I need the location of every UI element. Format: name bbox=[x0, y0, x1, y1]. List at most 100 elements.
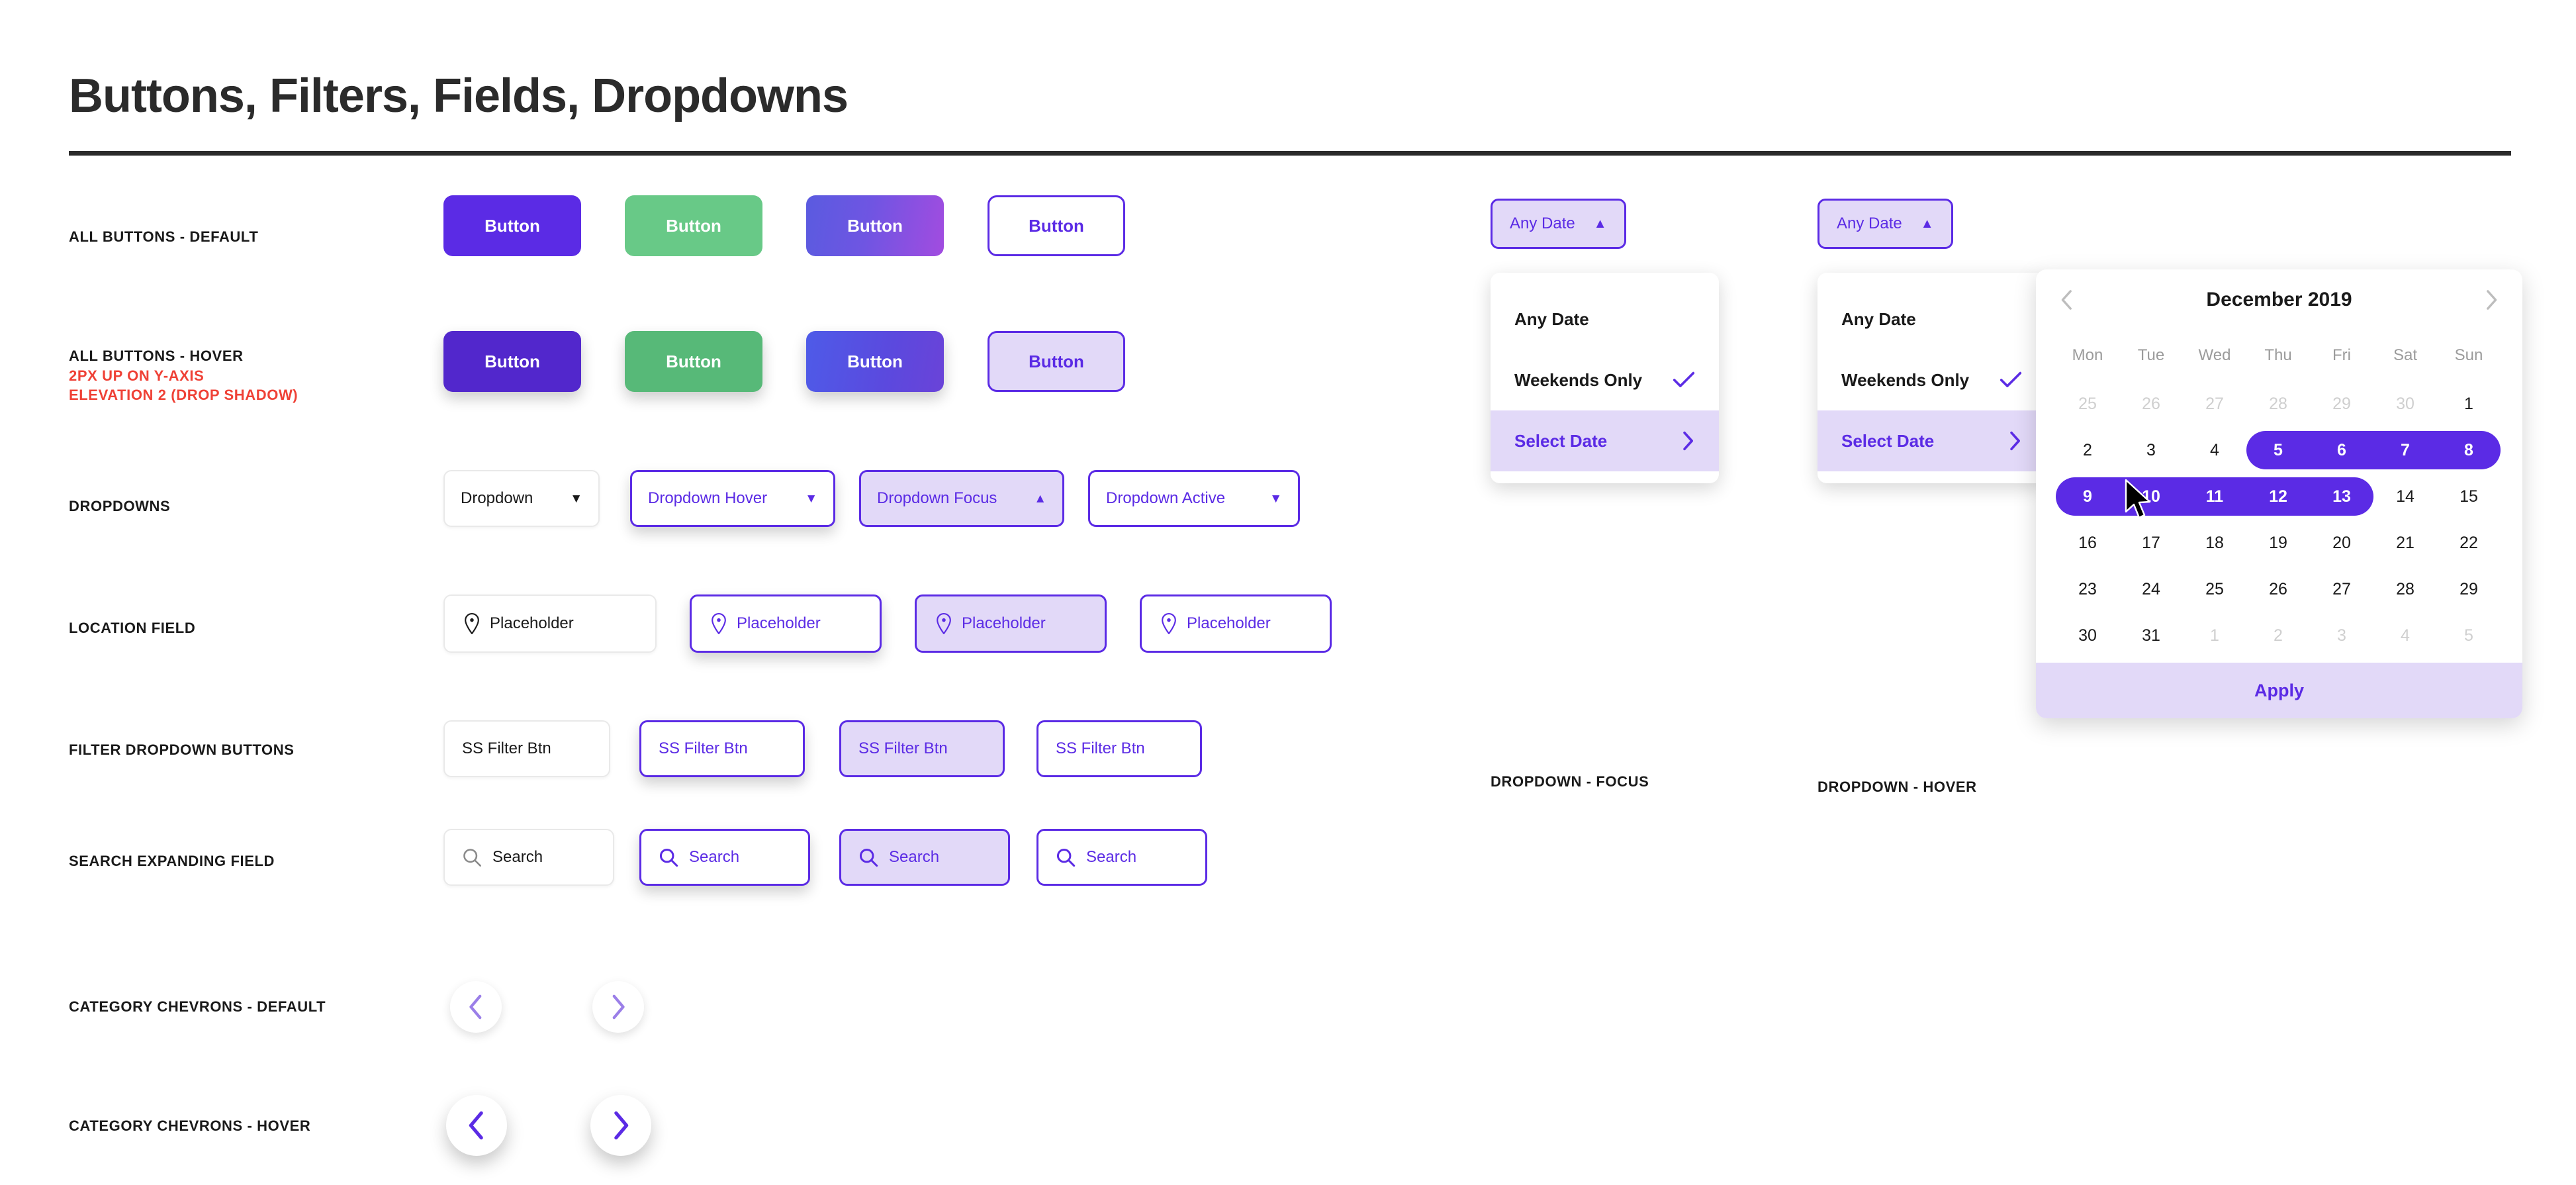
calendar-day[interactable]: 26 bbox=[2269, 579, 2287, 598]
calendar-day[interactable]: 27 bbox=[2205, 394, 2224, 413]
calendar-day[interactable]: 4 bbox=[2210, 440, 2219, 459]
search-field-hover[interactable]: Search bbox=[639, 829, 810, 886]
filter-button-active[interactable]: SS Filter Btn bbox=[1036, 720, 1202, 777]
button-outline-default[interactable]: Button bbox=[988, 195, 1125, 256]
calendar-day[interactable]: 29 bbox=[2460, 579, 2478, 598]
search-icon bbox=[858, 847, 878, 867]
search-field-active-label: Search bbox=[1086, 848, 1137, 866]
calendar-day[interactable]: 30 bbox=[2078, 626, 2097, 645]
row-label-chevrons-default: CATEGORY CHEVRONS - DEFAULT bbox=[69, 998, 326, 1015]
calendar-day[interactable]: 26 bbox=[2142, 394, 2160, 413]
calendar-day[interactable]: 3 bbox=[2146, 440, 2156, 459]
apply-button[interactable]: Apply bbox=[2036, 663, 2522, 718]
any-date-trigger-hover[interactable]: Any Date ▲ bbox=[1817, 199, 1953, 249]
button-gradient-default[interactable]: Button bbox=[806, 195, 944, 256]
filter-button-default[interactable]: SS Filter Btn bbox=[443, 720, 610, 777]
calendar-week-row: 9 10 11 12 13 14 15 bbox=[2056, 473, 2503, 520]
chevron-up-icon: ▲ bbox=[1920, 216, 1934, 231]
dropdown-focus[interactable]: Dropdown Focus ▲ bbox=[859, 470, 1064, 527]
caption-dropdown-focus: DROPDOWN - FOCUS bbox=[1491, 773, 1649, 790]
location-field-active-label: Placeholder bbox=[1187, 614, 1271, 632]
menu-item-any-date[interactable]: Any Date bbox=[1817, 289, 2046, 350]
chevron-right-icon[interactable] bbox=[2484, 289, 2499, 311]
dropdown-hover[interactable]: Dropdown Hover ▼ bbox=[630, 470, 835, 527]
calendar-day-selected[interactable]: 11 bbox=[2205, 487, 2224, 506]
search-field-focus-label: Search bbox=[889, 848, 940, 866]
calendar-day[interactable]: 31 bbox=[2142, 626, 2160, 645]
location-field-default[interactable]: Placeholder bbox=[443, 594, 657, 653]
button-primary-default[interactable]: Button bbox=[443, 195, 581, 256]
calendar-day[interactable]: 25 bbox=[2205, 579, 2224, 598]
menu-item-weekends-only[interactable]: Weekends Only bbox=[1491, 350, 1719, 410]
calendar-day[interactable]: 4 bbox=[2401, 626, 2410, 645]
button-primary-hover[interactable]: Button bbox=[443, 331, 581, 392]
calendar-day[interactable]: 19 bbox=[2269, 533, 2287, 552]
calendar-day-selected[interactable]: 5 bbox=[2274, 440, 2283, 459]
calendar-day[interactable]: 18 bbox=[2205, 533, 2224, 552]
calendar-day[interactable]: 1 bbox=[2464, 394, 2473, 413]
calendar-day-selected[interactable]: 9 bbox=[2083, 487, 2092, 506]
title-divider bbox=[69, 151, 2511, 156]
menu-item-select-date[interactable]: Select Date bbox=[1817, 410, 2046, 471]
weekday-sat: Sat bbox=[2393, 346, 2418, 364]
filter-button-focus[interactable]: SS Filter Btn bbox=[839, 720, 1005, 777]
calendar-grid: Mon Tue Wed Thu Fri Sat Sun 25 26 27 28 … bbox=[2036, 330, 2522, 663]
calendar-day[interactable]: 25 bbox=[2078, 394, 2097, 413]
calendar-day[interactable]: 21 bbox=[2396, 533, 2415, 552]
calendar-day-selected[interactable]: 7 bbox=[2401, 440, 2410, 459]
calendar-day[interactable]: 24 bbox=[2142, 579, 2160, 598]
dropdown-default[interactable]: Dropdown ▼ bbox=[443, 470, 600, 527]
category-chevron-left-hover[interactable] bbox=[446, 1095, 507, 1156]
location-pin-icon bbox=[1160, 613, 1177, 634]
menu-item-weekends-only[interactable]: Weekends Only bbox=[1817, 350, 2046, 410]
button-outline-hover[interactable]: Button bbox=[988, 331, 1125, 392]
calendar-day[interactable]: 28 bbox=[2396, 579, 2415, 598]
calendar-day[interactable]: 29 bbox=[2332, 394, 2351, 413]
category-chevron-left-default[interactable] bbox=[450, 981, 502, 1033]
location-field-focus[interactable]: Placeholder bbox=[915, 594, 1107, 653]
calendar-day[interactable]: 2 bbox=[2274, 626, 2283, 645]
search-field-focus[interactable]: Search bbox=[839, 829, 1010, 886]
button-green-default[interactable]: Button bbox=[625, 195, 762, 256]
calendar-day-selected[interactable]: 8 bbox=[2464, 440, 2473, 459]
calendar-day[interactable]: 20 bbox=[2332, 533, 2351, 552]
calendar-day[interactable]: 22 bbox=[2460, 533, 2478, 552]
calendar-day[interactable]: 2 bbox=[2083, 440, 2092, 459]
weekday-mon: Mon bbox=[2072, 346, 2103, 364]
calendar-day-selected[interactable]: 10 bbox=[2142, 487, 2160, 506]
chevron-left-icon[interactable] bbox=[2060, 289, 2074, 311]
dropdown-active[interactable]: Dropdown Active ▼ bbox=[1088, 470, 1300, 527]
filter-button-hover[interactable]: SS Filter Btn bbox=[639, 720, 805, 777]
calendar-month-label: December 2019 bbox=[2206, 289, 2352, 310]
location-field-active[interactable]: Placeholder bbox=[1140, 594, 1332, 653]
date-picker-calendar: December 2019 Mon Tue Wed Thu Fri Sat Su… bbox=[2036, 269, 2522, 718]
calendar-day[interactable]: 16 bbox=[2078, 533, 2097, 552]
location-field-hover[interactable]: Placeholder bbox=[690, 594, 882, 653]
calendar-day[interactable]: 1 bbox=[2210, 626, 2219, 645]
category-chevron-right-default[interactable] bbox=[592, 981, 644, 1033]
button-green-hover[interactable]: Button bbox=[625, 331, 762, 392]
calendar-day-selected[interactable]: 12 bbox=[2269, 487, 2287, 506]
calendar-day[interactable]: 14 bbox=[2396, 487, 2415, 506]
calendar-day[interactable]: 28 bbox=[2269, 394, 2287, 413]
calendar-day[interactable]: 3 bbox=[2337, 626, 2346, 645]
search-field-active[interactable]: Search bbox=[1036, 829, 1207, 886]
calendar-day[interactable]: 15 bbox=[2460, 487, 2478, 506]
calendar-day[interactable]: 17 bbox=[2142, 533, 2160, 552]
calendar-day[interactable]: 27 bbox=[2332, 579, 2351, 598]
any-date-trigger-focus[interactable]: Any Date ▲ bbox=[1491, 199, 1626, 249]
calendar-day[interactable]: 5 bbox=[2464, 626, 2473, 645]
menu-item-select-date[interactable]: Select Date bbox=[1491, 410, 1719, 471]
category-chevron-right-hover[interactable] bbox=[590, 1095, 651, 1156]
calendar-day-selected[interactable]: 13 bbox=[2332, 487, 2351, 506]
calendar-day[interactable]: 23 bbox=[2078, 579, 2097, 598]
search-field-default[interactable]: Search bbox=[443, 829, 614, 886]
row-label-buttons-default: ALL BUTTONS - DEFAULT bbox=[69, 228, 259, 245]
menu-item-any-date[interactable]: Any Date bbox=[1491, 289, 1719, 350]
chevron-up-icon: ▲ bbox=[1593, 216, 1607, 231]
calendar-day-selected[interactable]: 6 bbox=[2337, 440, 2346, 459]
calendar-day[interactable]: 30 bbox=[2396, 394, 2415, 413]
dropdown-focus-label: Dropdown Focus bbox=[877, 489, 997, 507]
dropdown-active-label: Dropdown Active bbox=[1106, 489, 1226, 507]
button-gradient-hover[interactable]: Button bbox=[806, 331, 944, 392]
